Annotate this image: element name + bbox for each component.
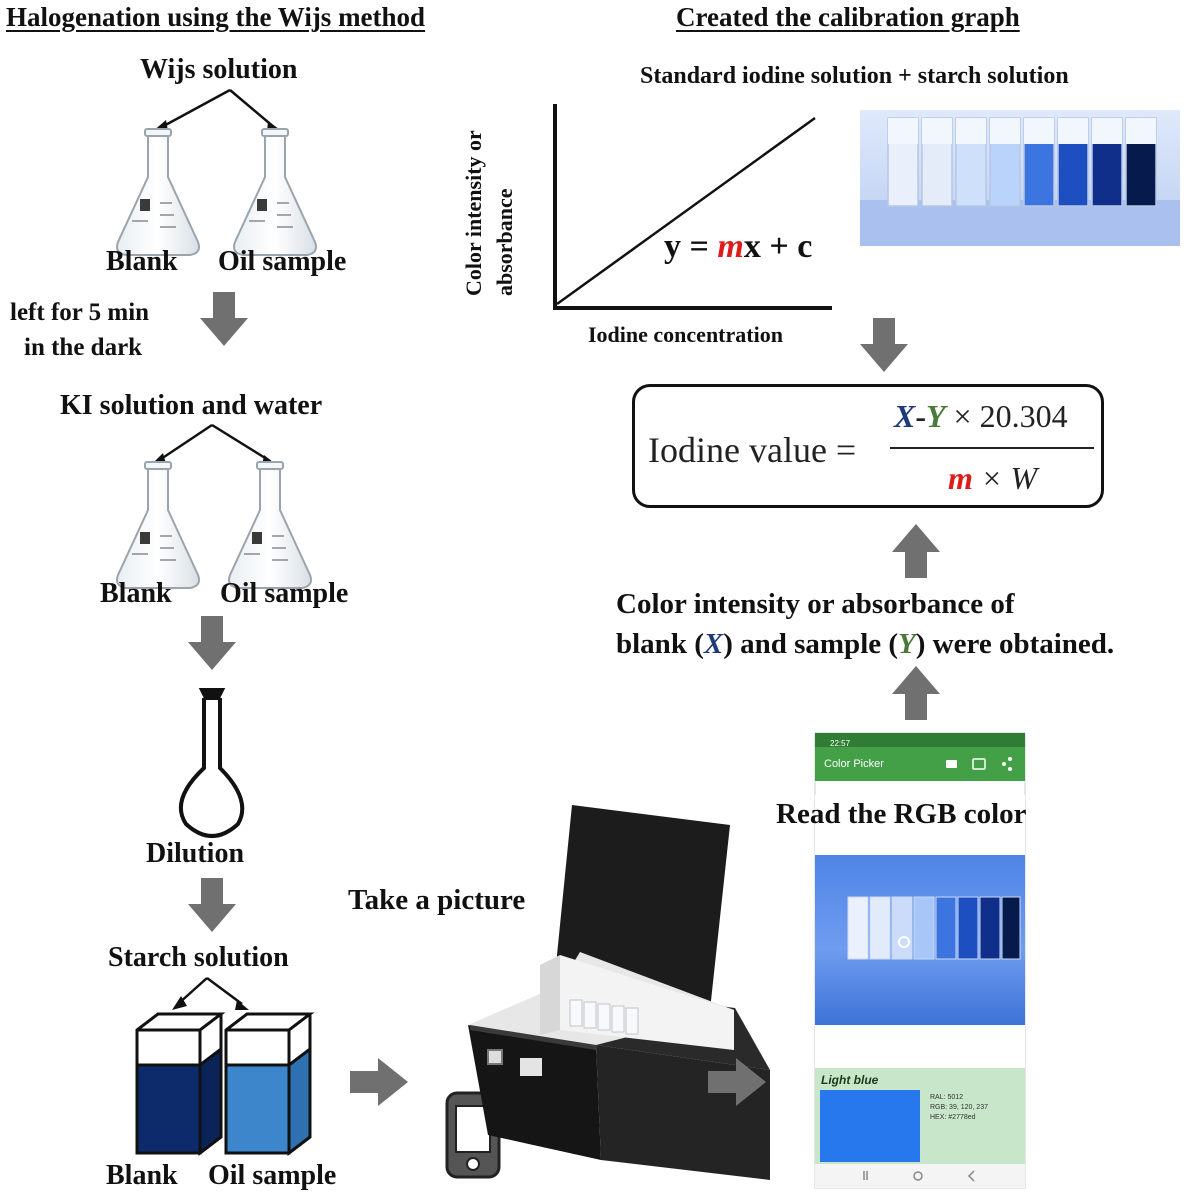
right-arrow-1 — [350, 1058, 408, 1106]
volumetric-flask — [178, 688, 245, 838]
formula-numerator: X-Y × 20.304 — [894, 398, 1068, 434]
wait-text-line-2: in the dark — [24, 334, 143, 361]
blank-label-2: Blank — [100, 578, 172, 609]
standard-solution-label: Standard iodine solution + starch soluti… — [640, 63, 1069, 89]
right-section-title: Created the calibration graph — [676, 2, 1020, 32]
formula-lhs: Iodine value = — [648, 430, 857, 470]
phone-status-time: 22:57 — [830, 739, 851, 748]
formula-denominator: m × W — [948, 460, 1038, 496]
ki-split-arrows — [150, 423, 278, 466]
picked-color-hex: HEX: #2778ed — [930, 1114, 976, 1121]
phone-screenshot — [814, 732, 1026, 1189]
cuvette-oil-label: Oil sample — [208, 1160, 337, 1191]
cuvette-blank-label: Blank — [106, 1160, 178, 1191]
down-arrow-graph — [860, 318, 908, 372]
picked-color-ral: RAL: 5012 — [930, 1094, 964, 1101]
blank-flask-2 — [116, 461, 200, 589]
standard-cuvettes-photo — [860, 110, 1180, 246]
obtained-text-line-2: blank (X) and sample (Y) were obtained. — [616, 628, 1115, 660]
oil-flask-1 — [233, 128, 317, 256]
cuvette-oil — [224, 1012, 315, 1157]
down-arrow-2 — [188, 616, 236, 670]
starch-split-arrows — [172, 976, 249, 1010]
blank-flask-1 — [116, 128, 200, 256]
calibration-graph — [553, 104, 832, 310]
left-section-title: Halogenation using the Wijs method — [6, 2, 426, 32]
wijs-solution-label: Wijs solution — [140, 54, 298, 85]
oil-sample-label-2: Oil sample — [220, 578, 349, 609]
down-arrow-1 — [200, 292, 248, 346]
wait-text-line-1: left for 5 min — [10, 299, 150, 326]
cuvette-blank — [135, 1012, 226, 1157]
graph-y-label-line-1: Color intensity or — [461, 130, 486, 296]
calibration-equation: y = mx + c — [664, 228, 813, 265]
graph-y-label-line-2: absorbance — [492, 188, 517, 296]
down-arrow-3 — [188, 878, 236, 932]
up-arrow-obtained — [892, 666, 940, 720]
starch-solution-label: Starch solution — [108, 942, 289, 973]
blank-label-1: Blank — [106, 246, 178, 277]
iodine-value-formula-box — [632, 384, 1104, 508]
graph-x-label: Iodine concentration — [588, 322, 783, 347]
phone-app-title: Color Picker — [824, 758, 884, 770]
dilution-label: Dilution — [146, 838, 245, 869]
up-arrow-formula — [892, 524, 940, 578]
take-picture-label: Take a picture — [348, 884, 526, 916]
oil-sample-label-1: Oil sample — [218, 246, 347, 277]
oil-flask-2 — [228, 461, 312, 589]
ki-solution-label: KI solution and water — [60, 390, 323, 421]
obtained-text-line-1: Color intensity or absorbance of — [616, 588, 1015, 620]
photo-box — [468, 805, 770, 1180]
picked-color-name: Light blue — [821, 1073, 879, 1087]
wijs-split-arrows — [152, 88, 283, 132]
fraction-bar — [890, 447, 1094, 449]
read-rgb-label: Read the RGB color — [776, 798, 1027, 830]
picked-color-rgb: RGB: 39, 120, 237 — [930, 1104, 988, 1111]
